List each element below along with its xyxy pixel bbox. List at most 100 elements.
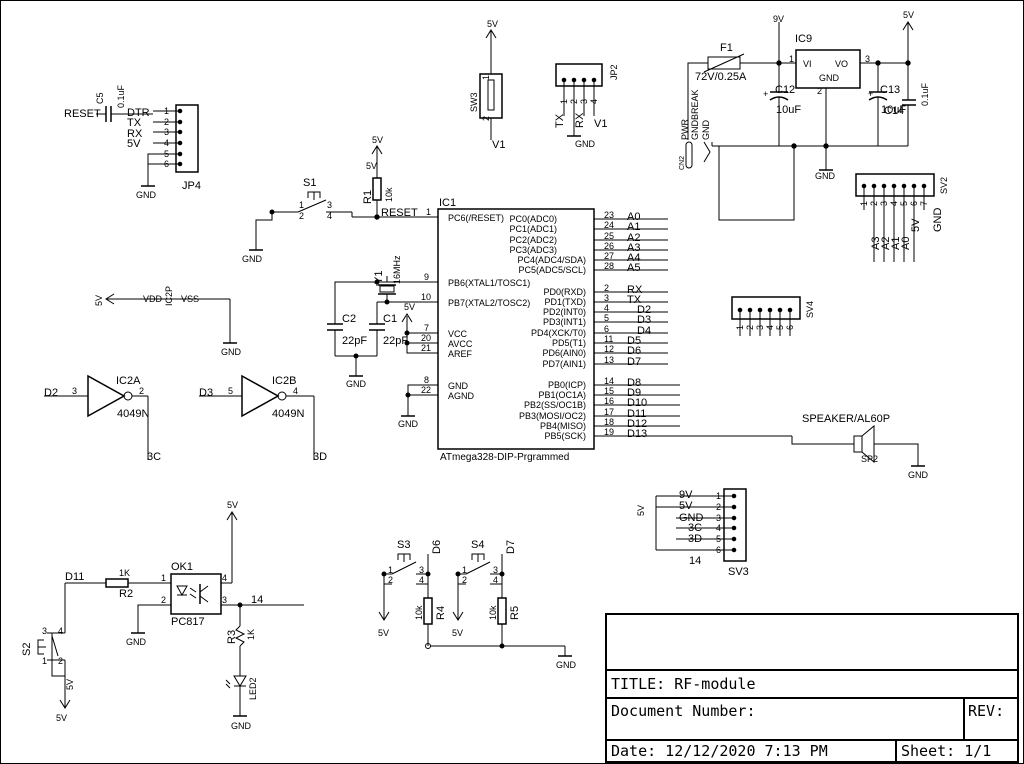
ic9-vi: VI xyxy=(803,59,812,69)
power-regulator-section: 9V F1 72V/0.25A IC9 VI VO GND 1 2 3 5V +… xyxy=(679,10,930,221)
ic1-pin-5: 5 xyxy=(604,313,609,323)
net-a4: A4 xyxy=(627,252,640,264)
r1-name: R1 xyxy=(362,190,374,204)
ic1-pin-17: 17 xyxy=(604,407,614,417)
sv2-net-5v: 5V xyxy=(910,218,922,232)
s2-pin-4: 4 xyxy=(58,626,63,636)
ic1-pin-name-pd4: PD4(XCK/T0) xyxy=(531,328,586,338)
ic2p-gnd-label: GND xyxy=(221,347,242,357)
jp2-net-tx: TX xyxy=(554,113,566,128)
ic2b-name: IC2B xyxy=(272,375,296,387)
ic1-pin-12: 12 xyxy=(604,344,614,354)
sv3-net-gnd: GND xyxy=(679,512,704,524)
c13-name: C13 xyxy=(880,84,900,96)
s3-name: S3 xyxy=(397,539,410,551)
sv2-name: SV2 xyxy=(939,177,949,194)
ic1-pin-name-pd7: PD7(AIN1) xyxy=(542,359,586,369)
net-d8: D8 xyxy=(627,377,641,389)
ok1-net-in: D11 xyxy=(65,571,84,583)
ic2p-power-unit: 5V VDD VSS IC2P GND xyxy=(94,286,242,357)
ic9-gnd: GND xyxy=(819,73,840,83)
sv2-net-a2: A2 xyxy=(880,237,892,250)
ic2a-name: IC2A xyxy=(116,375,141,387)
sv4-pin-2: 2 xyxy=(745,325,755,330)
ok1-part: PC817 xyxy=(171,616,205,628)
s1-pin-1: 1 xyxy=(299,200,304,210)
crystal-gnd-label: GND xyxy=(346,379,367,389)
c12-name: C12 xyxy=(775,84,795,96)
sv4-pin-4: 4 xyxy=(765,325,775,330)
r3-name: R3 xyxy=(226,630,238,644)
net-d9: D9 xyxy=(627,387,641,399)
y1-name: Y1 xyxy=(373,271,385,284)
sv2-net-a1: A1 xyxy=(890,237,902,250)
s1-pin-2: 2 xyxy=(299,211,304,221)
sv3-pin-4: 4 xyxy=(716,523,721,533)
sv4-pin-3: 3 xyxy=(755,325,765,330)
net-d12: D12 xyxy=(627,418,647,430)
r5-value: 10k xyxy=(488,605,498,620)
net-rx: RX xyxy=(627,284,643,296)
ic2a-inverter: D2 3 2 IC2A 4049N 3C xyxy=(44,374,161,463)
ic1-pin-name-pc2: PC2(ADC2) xyxy=(509,235,557,245)
jp2-header: 1 2 3 4 JP2 TX RX V1 GND xyxy=(554,63,619,149)
sv4-pin-5: 5 xyxy=(775,325,785,330)
r1-value: 10k xyxy=(384,187,394,202)
sv3-header: 5V 9V 5V GND 3C 3D 1 2 3 4 5 6 14 SV3 xyxy=(636,488,749,578)
ic1-pin-2: 2 xyxy=(604,283,609,293)
sv2-net-a3: A3 xyxy=(870,237,882,250)
sv2-pin-1: 1 xyxy=(859,201,869,206)
ic1-pin-6: 6 xyxy=(604,324,609,334)
document-number-label: Document Number: xyxy=(611,702,756,720)
cn2-pwr: PWR xyxy=(680,119,690,140)
ic1-pin-name-pb1: PB1(OC1A) xyxy=(538,390,586,400)
sv2-pin-6: 6 xyxy=(909,201,919,206)
jp2-pin-2: 2 xyxy=(569,99,579,104)
f1-name: F1 xyxy=(720,42,733,54)
s3-pin-2: 2 xyxy=(388,575,393,585)
net-d6: D6 xyxy=(627,345,641,357)
ic2a-out-pin: 2 xyxy=(139,386,144,396)
sv3-net-9v: 9V xyxy=(679,489,693,501)
ic1-pin-name-pb2: PB2(SS/OC1B) xyxy=(524,400,586,410)
ok1-pin-2: 2 xyxy=(161,595,166,605)
ic2b-in-pin: 5 xyxy=(228,386,233,396)
jp2-gnd-label: GND xyxy=(575,139,596,149)
ic9-pin-2: 2 xyxy=(817,86,822,96)
s4-pin-3: 3 xyxy=(493,565,498,575)
r3-led2: R3 1K LED2 GND xyxy=(225,602,258,731)
jp4-pin-2: 2 xyxy=(164,117,169,127)
ic1-pin-name-vcc: VCC xyxy=(448,329,468,339)
ic1-pin-26: 26 xyxy=(604,241,614,251)
ic1-pin-19: 19 xyxy=(604,427,614,437)
crystal-section: Y1 16MHz C2 22pF C1 22pF GND 5V GND xyxy=(327,255,419,429)
ic2b-part: 4049N xyxy=(272,408,304,420)
sv3-5v-label: 5V xyxy=(636,505,646,516)
r4-value: 10k xyxy=(414,605,424,620)
s2-pin-1: 1 xyxy=(42,656,47,666)
r1-5v-label-2: 5V xyxy=(366,161,377,171)
s3-pin-4: 4 xyxy=(419,575,424,585)
sv3-pin-6: 6 xyxy=(716,545,721,555)
ic2a-in-pin: 3 xyxy=(72,386,77,396)
ic1-pin-name-pd1: PD1(TXD) xyxy=(544,297,586,307)
f1-value: 72V/0.25A xyxy=(695,71,747,83)
ic1-pin-name-pd0: PD0(RXD) xyxy=(543,287,586,297)
r4-r5-gnd-rail: GND xyxy=(425,643,577,670)
ic1-pin-name-pd6: PD6(AIN0) xyxy=(542,348,586,358)
r4-name: R4 xyxy=(435,606,447,620)
ic1-pin-name-pc0: PC0(ADC0) xyxy=(509,214,557,224)
ic1-pin-name-pc4: PC4(ADC4/SDA) xyxy=(517,255,586,265)
sw3-5v-label: 5V xyxy=(487,19,498,29)
s2-pin-2: 2 xyxy=(58,656,63,666)
net-a0: A0 xyxy=(627,211,640,223)
s4-pin-4: 4 xyxy=(493,575,498,585)
ok1-name: OK1 xyxy=(171,561,193,573)
s3-pin-1: 1 xyxy=(388,565,393,575)
ic1-pin-15: 15 xyxy=(604,386,614,396)
ic1-pin-8: 8 xyxy=(424,375,429,385)
c13-value: 10uF xyxy=(881,104,906,116)
sv3-name: SV3 xyxy=(728,566,749,578)
c1-name: C1 xyxy=(383,313,397,325)
ok1-gnd-label: GND xyxy=(126,637,147,647)
